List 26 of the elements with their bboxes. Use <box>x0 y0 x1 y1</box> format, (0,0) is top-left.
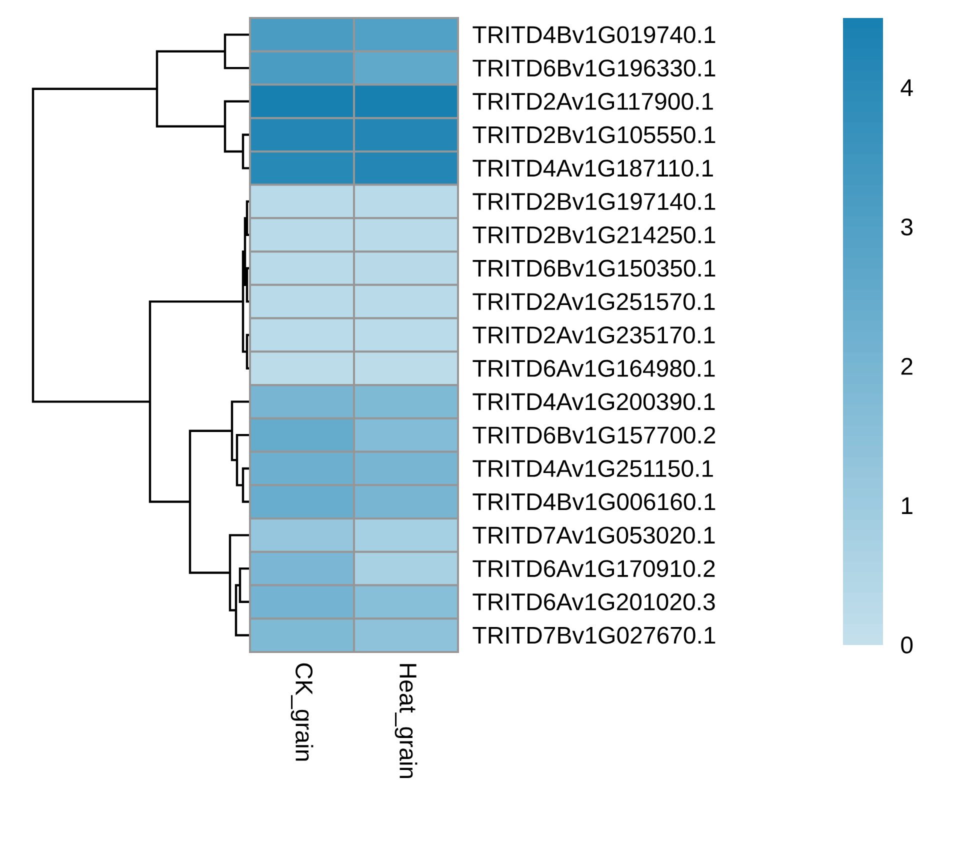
row-label: TRITD2Av1G117900.1 <box>472 92 713 110</box>
row-label: TRITD2Bv1G105550.1 <box>472 126 716 144</box>
colorbar-tick-label: 1 <box>902 497 912 514</box>
row-label: TRITD4Av1G200390.1 <box>472 393 715 410</box>
row-label: TRITD2Av1G235170.1 <box>472 326 715 344</box>
row-label: TRITD4Av1G251150.1 <box>472 460 713 477</box>
column-label: CK_grain <box>290 663 314 761</box>
column-label: Heat_grain <box>394 664 418 778</box>
row-label: TRITD6Bv1G196330.1 <box>472 60 716 77</box>
row-label: TRITD4Bv1G019740.1 <box>472 26 716 44</box>
row-label: TRITD2Bv1G197140.1 <box>472 193 716 210</box>
colorbar-tick-label: 0 <box>901 636 913 654</box>
colorbar-tick-label: 3 <box>901 218 912 236</box>
colorbar-tick-label: 2 <box>901 358 912 375</box>
row-label: TRITD4Av1G187110.1 <box>472 160 713 177</box>
row-label: TRITD7Av1G053020.1 <box>472 526 715 544</box>
row-label: TRITD6Bv1G150350.1 <box>472 260 716 277</box>
row-label: TRITD6Av1G170910.2 <box>472 560 715 578</box>
colorbar-tick-label: 4 <box>900 79 913 96</box>
row-label: TRITD6Av1G201020.3 <box>472 593 715 610</box>
row-label: TRITD6Av1G164980.1 <box>472 360 715 377</box>
row-label: TRITD7Bv1G027670.1 <box>472 626 716 644</box>
row-label: TRITD2Av1G251570.1 <box>472 293 715 310</box>
row-label: TRITD6Bv1G157700.2 <box>472 426 716 444</box>
row-label: TRITD4Bv1G006160.1 <box>472 493 716 510</box>
row-label: TRITD2Bv1G214250.1 <box>472 226 716 244</box>
